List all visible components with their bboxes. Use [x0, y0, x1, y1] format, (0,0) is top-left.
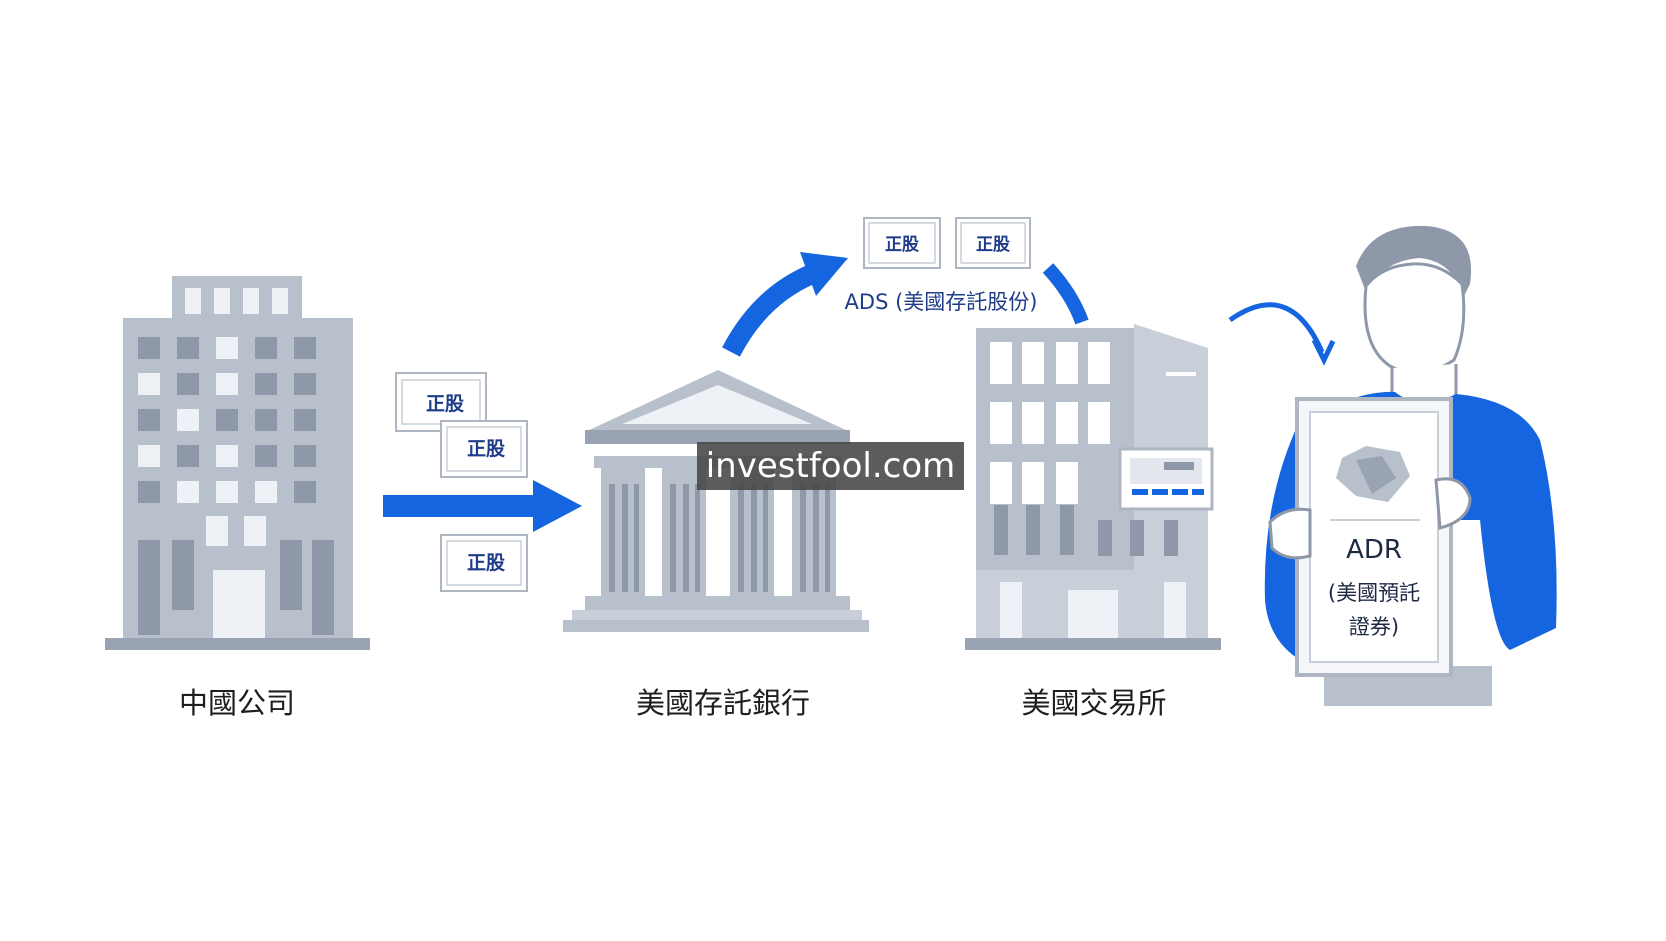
- china-company-label: 中國公司: [178, 686, 296, 720]
- china-company-building-icon: [105, 276, 370, 650]
- share-label: 正股: [426, 393, 464, 415]
- share-label: 正股: [976, 235, 1010, 255]
- hands-icon: [1268, 477, 1472, 560]
- adr-subtitle-line1: (美國預託: [1328, 581, 1420, 605]
- adr-title: ADR: [1346, 535, 1402, 565]
- ads-label: ADS (美國存託股份): [845, 290, 1038, 314]
- share-certificate-4: 正股: [863, 217, 941, 269]
- arrow-down-icon: [1228, 302, 1336, 366]
- arrow-right-icon: [383, 480, 582, 532]
- bank-building-icon: [563, 370, 869, 632]
- share-label: 正股: [467, 438, 505, 460]
- share-certificate-5: 正股: [955, 217, 1031, 269]
- us-exchange-label: 美國交易所: [1021, 686, 1167, 720]
- seal-icon: [1336, 446, 1410, 502]
- adr-certificate: ADR (美國預託 證券): [1295, 397, 1453, 677]
- exchange-building-icon: [965, 324, 1221, 650]
- share-label: 正股: [467, 552, 505, 574]
- curved-arrow-icon: [722, 252, 1089, 357]
- share-certificate-3: 正股: [440, 534, 528, 592]
- watermark: investfool.com: [697, 442, 964, 490]
- adr-subtitle-line2: 證券): [1349, 615, 1399, 639]
- ticker-board-icon: [1118, 447, 1214, 511]
- us-depositary-bank-label: 美國存託銀行: [635, 686, 811, 720]
- share-certificate-2: 正股: [440, 420, 528, 478]
- share-label: 正股: [885, 235, 919, 255]
